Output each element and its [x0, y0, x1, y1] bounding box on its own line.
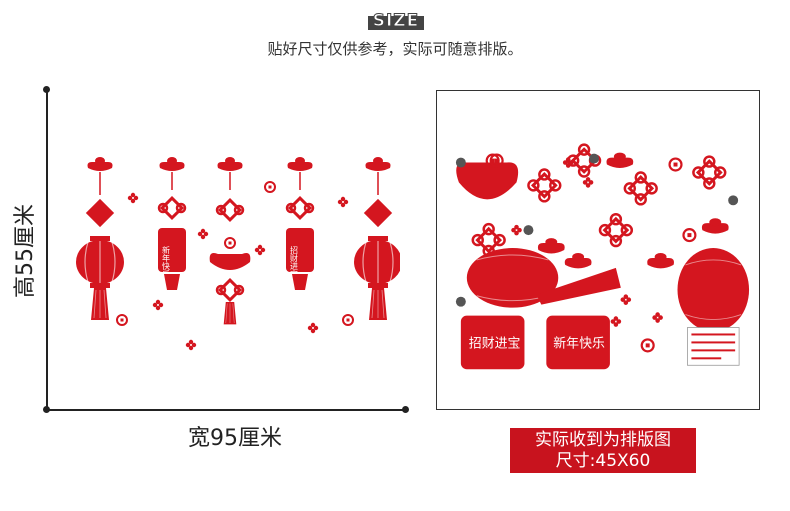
big-ingot	[456, 162, 519, 200]
sticker-sheet-layout: 招财进宝 新年快乐	[436, 90, 760, 410]
sheet-instruction-card	[687, 327, 740, 366]
dimension-dot-corner	[43, 406, 50, 413]
sheet-lantern-right	[677, 248, 750, 332]
size-note: 贴好尺寸仅供参考，实际可随意排版。	[267, 40, 523, 58]
sheet-lantern-text-1: 招财进宝	[469, 336, 521, 351]
height-label-wrap: 高55厘米	[8, 180, 38, 320]
pendant-rect-lantern-1: 新年快乐	[157, 157, 187, 290]
size-heading-bar	[368, 16, 424, 30]
lantern-decoration-preview: 新年快乐 招财进宝	[75, 157, 400, 351]
sheet-lantern-text-2: 新年快乐	[553, 335, 605, 351]
width-dimension-line	[47, 409, 405, 411]
height-label: 高55厘米	[13, 204, 38, 298]
actual-layout-badge: 实际收到为排版图 尺寸:45X60	[510, 428, 696, 473]
badge-line-2: 尺寸:45X60	[555, 451, 651, 471]
width-label: 宽95厘米	[188, 426, 282, 451]
pendant-round-lantern-2	[353, 157, 400, 321]
sheet-tassel	[536, 267, 621, 305]
size-heading-text: SIZE	[372, 11, 420, 32]
pendant-round-lantern-1	[75, 157, 125, 321]
scene-lantern-text-1: 新年快乐	[162, 245, 171, 278]
scene-lantern-text-2: 招财进宝	[290, 245, 299, 278]
pendant-rect-lantern-2: 招财进宝	[285, 157, 315, 290]
dimension-dot-right	[402, 406, 409, 413]
size-heading: SIZE	[368, 8, 424, 32]
badge-line-1: 实际收到为排版图	[535, 430, 671, 450]
sheet-rect-lantern-2: 新年快乐	[546, 315, 610, 370]
pendant-center-ingot	[209, 157, 251, 325]
sticker-sheet-art: 招财进宝 新年快乐	[455, 143, 750, 370]
height-dimension-line	[46, 89, 48, 411]
dimension-dot-top	[43, 86, 50, 93]
sheet-rect-lantern-1: 招财进宝	[460, 315, 525, 370]
